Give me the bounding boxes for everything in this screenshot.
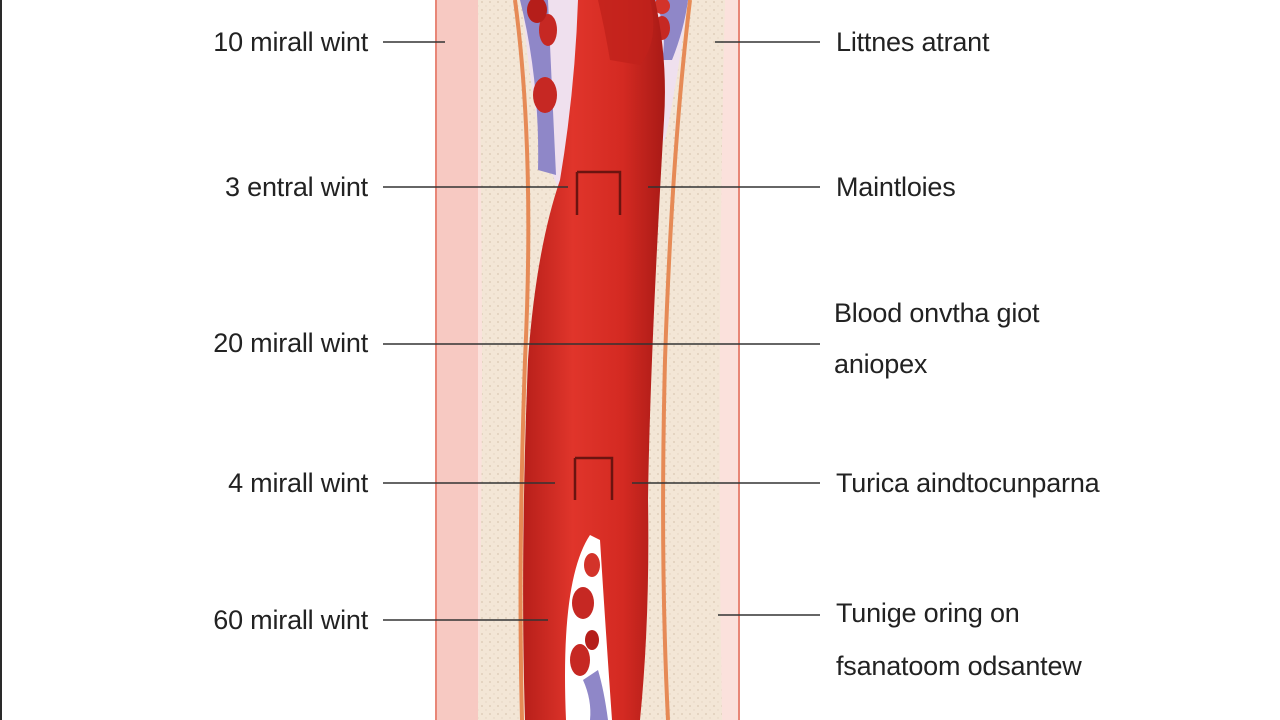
label-right-1: Littnes atrant [836, 27, 990, 57]
outer-layer-left [435, 0, 478, 720]
blood-column [523, 0, 665, 720]
label-left-4: 4 mirall wint [228, 468, 368, 498]
label-right-3b: aniopex [834, 349, 928, 379]
vein-right [655, 0, 688, 60]
label-right-5a: Tunige oring on [836, 598, 1020, 628]
label-left-2: 3 entral wint [225, 172, 368, 202]
vessel-wall-right [661, 0, 692, 720]
label-right-4: Turica aindtocunparna [836, 468, 1100, 498]
label-right-5b: fsanatoom odsantew [836, 651, 1082, 681]
marker-lower [573, 456, 614, 500]
frame-border [0, 0, 2, 720]
label-right-2: Maintloies [836, 172, 956, 202]
vessel-wall-left [513, 0, 531, 720]
label-right-3a: Blood onvtha giot [834, 298, 1040, 328]
label-left-5: 60 mirall wint [213, 605, 368, 635]
label-left-1: 10 mirall wint [213, 27, 368, 57]
label-left-3: 20 mirall wint [213, 328, 368, 358]
marker-upper [575, 170, 622, 215]
